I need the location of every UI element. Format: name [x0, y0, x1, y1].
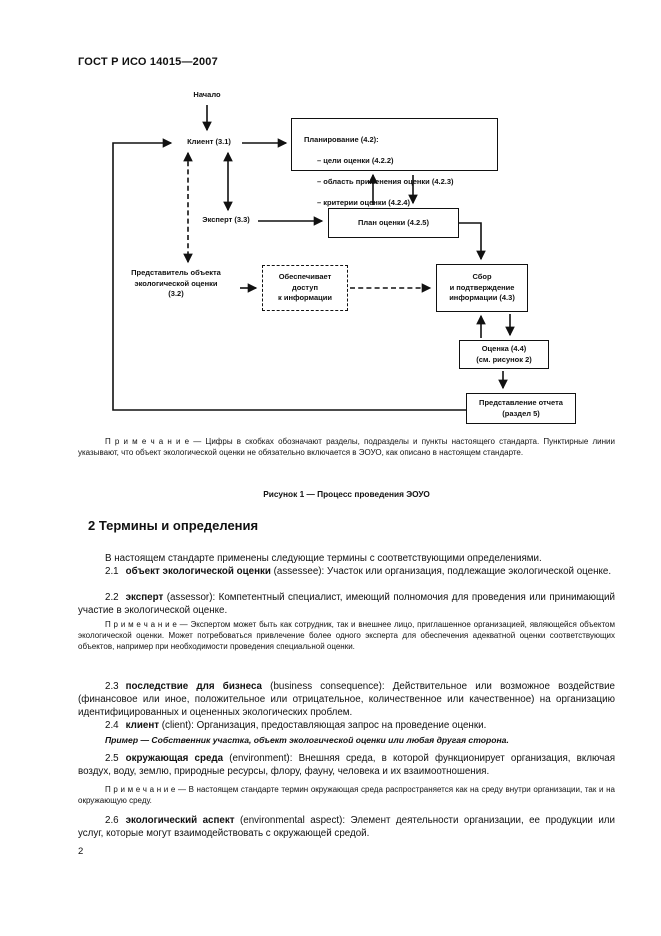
term-definition: (environmental aspect): Элемент деятельн… [78, 815, 615, 839]
term-2-4: 2.4 клиент (client): Организация, предост… [78, 719, 615, 732]
term-definition: (business consequence): Действительное и… [78, 681, 615, 718]
term-2-5: 2.5 окружающая среда (environment): Внешн… [78, 752, 615, 778]
term-number: 2.1 [105, 566, 119, 577]
figure-note: П р и м е ч а н и е — Цифры в скобках об… [78, 437, 615, 458]
term-number: 2.4 [105, 720, 119, 731]
section-intro: В настоящем стандарте применены следующи… [105, 553, 542, 564]
node-start: Начало [193, 90, 221, 99]
term-definition: (client): Организация, предоставляющая з… [159, 720, 487, 731]
term-definition: (assessor): Компетентный специалист, име… [78, 592, 615, 616]
note-environment: П р и м е ч а н и е — В настоящем станда… [78, 785, 615, 806]
node-assessment-plan-box: План оценки (4.2.5) [328, 208, 459, 238]
term-2-6: 2.6 экологический аспект (environmental a… [78, 814, 615, 840]
flowchart-connectors [112, 105, 515, 411]
term-number: 2.2 [105, 592, 119, 603]
node-planning-box: Планирование (4.2): – цели оценки (4.2.2… [291, 118, 498, 207]
figure-flowchart: Начало Клиент (3.1) Планирование (4.2): … [0, 0, 661, 440]
page-number: 2 [78, 846, 84, 857]
term-2-3: 2.3 последствие для бизнеса (business con… [78, 680, 615, 719]
term-2-1: 2.1 объект экологической оценки (assessee… [78, 565, 615, 578]
planning-title: Планирование (4.2): [304, 134, 379, 144]
planning-item: – критерии оценки (4.2.4) [317, 197, 410, 207]
standard-designation: ГОСТ Р ИСО 14015—2007 [78, 56, 218, 68]
term-number: 2.5 [105, 753, 119, 764]
node-information-gathering-box: Сбор и подтверждение информации (4.3) [436, 264, 528, 312]
section-heading: 2 Термины и определения [88, 518, 259, 533]
node-reporting-box: Представление отчета (раздел 5) [466, 393, 576, 424]
planning-item: – цели оценки (4.2.2) [317, 155, 394, 165]
term-title: окружающая среда [125, 753, 224, 764]
node-evaluation-box: Оценка (4.4) (см. рисунок 2) [459, 340, 549, 369]
node-client: Клиент (3.1) [187, 137, 231, 146]
planning-item: – область применения оценки (4.2.3) [317, 176, 454, 186]
figure-caption: Рисунок 1 — Процесс проведения ЭОУО [263, 489, 430, 499]
term-title: клиент [125, 720, 160, 731]
term-title: эксперт [125, 592, 164, 603]
term-title: объект экологической оценки [125, 566, 271, 577]
term-definition: (assessee): Участок или организация, под… [270, 566, 612, 577]
node-provides-access-box: Обеспечивает доступ к информации [262, 265, 348, 311]
term-2-2: 2.2 эксперт (assessor): Компетентный спец… [78, 591, 615, 617]
term-number: 2.6 [105, 815, 119, 826]
node-expert: Эксперт (3.3) [202, 215, 250, 224]
term-definition: (environment): Внешняя среда, в которой … [78, 753, 615, 777]
term-number: 2.3 [105, 681, 119, 692]
term-example: Пример — Собственник участка, объект эко… [105, 735, 509, 745]
note-expert: П р и м е ч а н и е — Экспертом может бы… [78, 620, 615, 652]
node-assessee-representative: Представитель объекта экологической оцен… [131, 268, 221, 298]
term-title: экологический аспект [125, 815, 235, 826]
term-title: последствие для бизнеса [125, 681, 262, 692]
